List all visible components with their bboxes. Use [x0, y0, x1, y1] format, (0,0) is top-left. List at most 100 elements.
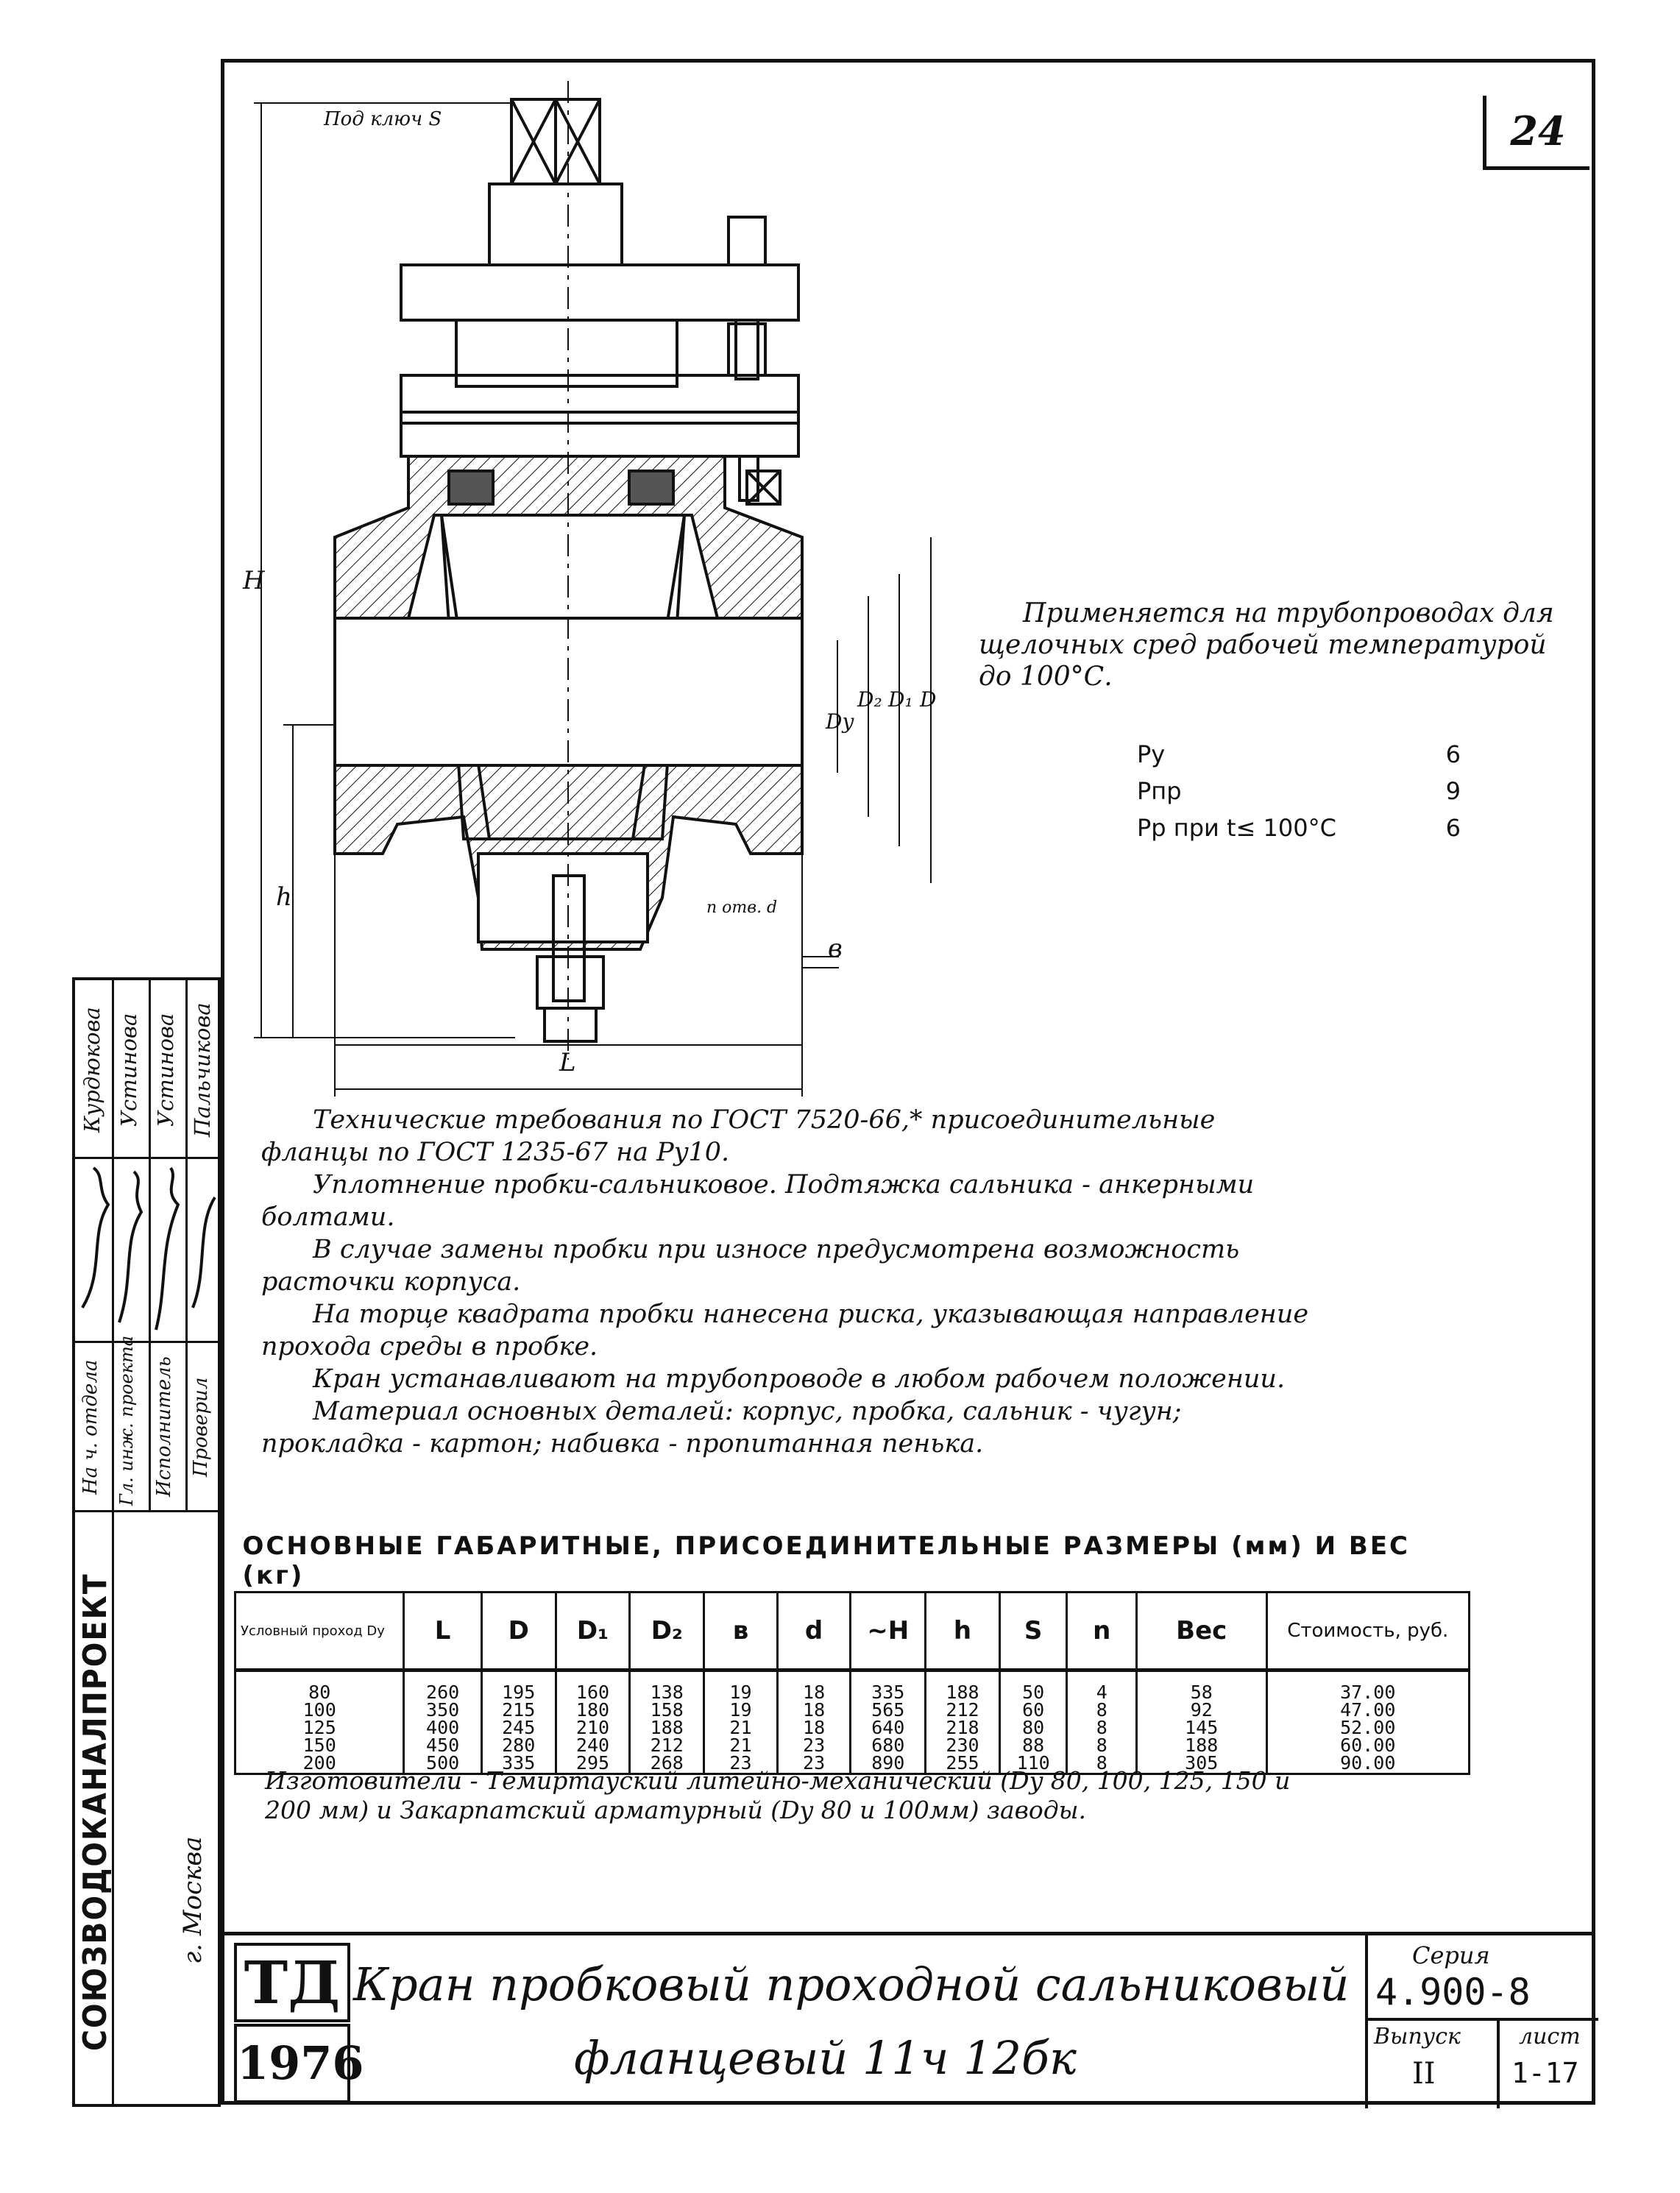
dim-D2-label: D₂	[857, 687, 882, 712]
issue-label: Выпуск	[1374, 2024, 1461, 2049]
pressure-row: Pпр 9	[1137, 773, 1461, 809]
table-value: 188	[650, 1717, 684, 1738]
table-value: 18	[803, 1682, 826, 1703]
stamp-role: Проверил	[190, 1377, 212, 1477]
organization-city: г. Москва	[178, 1836, 208, 1964]
table-header: ~H	[849, 1591, 927, 1671]
table-value: 21	[729, 1717, 752, 1738]
table-value: 37.00	[1340, 1682, 1396, 1703]
gland-flange	[400, 263, 800, 322]
table-value: 640	[871, 1717, 905, 1738]
table-header: Условный проход Dy	[233, 1591, 405, 1671]
table-value: 268	[650, 1752, 684, 1774]
dim-Dy-label: Dy	[825, 709, 854, 734]
table-value: 335	[502, 1752, 536, 1774]
table-value: 8	[1096, 1735, 1107, 1756]
wrench-label: Под ключ S	[323, 108, 442, 130]
stamp-role: Гл. инж. проекта	[116, 1335, 137, 1506]
table-value: 180	[575, 1699, 610, 1721]
table-header: n	[1066, 1591, 1138, 1671]
table-value: 145	[1185, 1717, 1219, 1738]
pressure-label: Pр при t≤ 100°С	[1137, 814, 1336, 842]
table-value: 230	[946, 1735, 979, 1756]
tech-line: фланцы по ГОСТ 1235-67 на Py10.	[261, 1138, 730, 1167]
table-value: 125	[302, 1717, 336, 1738]
table-value: 18	[803, 1699, 826, 1721]
table-value: 565	[871, 1699, 905, 1721]
tech-line: прохода среды в пробке.	[261, 1332, 598, 1361]
tech-line: Материал основных деталей: корпус, пробк…	[313, 1397, 1182, 1426]
pressure-value: 6	[1445, 814, 1461, 842]
table-value: 110	[1016, 1752, 1050, 1774]
stamp-role: Исполнитель	[153, 1356, 175, 1498]
table-value: 19	[729, 1682, 752, 1703]
table-value: 160	[575, 1682, 610, 1703]
dim-L-label: L	[559, 1048, 576, 1077]
table-value: 200	[302, 1752, 336, 1774]
table-header: D	[480, 1591, 557, 1671]
table-header: S	[998, 1591, 1068, 1671]
tech-line: расточки корпуса.	[261, 1267, 521, 1297]
table-header: в	[703, 1591, 779, 1671]
table-value: 8	[1096, 1699, 1107, 1721]
manufacturers-note: Изготовители - Темиртауский литейно-меха…	[265, 1766, 1290, 1825]
table-value: 52.00	[1340, 1717, 1396, 1738]
table-header: Стоимость, руб.	[1265, 1591, 1470, 1671]
dim-H-label: H	[242, 566, 266, 595]
issue-value: II	[1412, 2057, 1436, 2091]
table-header-row: Условный проход Dy L D D₁ D₂ в d ~H h S …	[233, 1591, 1470, 1671]
tech-line: В случае замены пробки при износе предус…	[313, 1235, 1240, 1264]
technical-requirements: Технические требования по ГОСТ 7520-66,*…	[261, 1104, 1308, 1460]
table-value: 60	[1022, 1699, 1045, 1721]
table-header: D₁	[554, 1591, 631, 1671]
table-value: 255	[946, 1752, 979, 1774]
table-header: d	[776, 1591, 852, 1671]
table-value: 50	[1022, 1682, 1045, 1703]
dim-D-label: D	[919, 687, 936, 712]
table-value: 100	[302, 1699, 336, 1721]
dim-h-label: h	[276, 882, 292, 912]
table-value: 92	[1190, 1699, 1213, 1721]
pressure-label: Pпр	[1137, 777, 1182, 805]
table-value: 158	[650, 1699, 684, 1721]
sheet-label: лист	[1519, 2024, 1581, 2049]
application-note: Применяется на трубопроводах для щелочны…	[979, 598, 1554, 692]
table-value: 245	[502, 1717, 536, 1738]
td-mark: ТД	[234, 1943, 350, 2022]
stamp-name: Устинова	[116, 1013, 141, 1127]
table-value: 23	[803, 1752, 826, 1774]
series-block: Серия 4.900-8 Выпуск II лист 1-17	[1365, 1935, 1598, 2108]
tech-line: болтами.	[261, 1202, 395, 1232]
series-value: 4.900-8	[1375, 1971, 1531, 2013]
table-value: 305	[1185, 1752, 1219, 1774]
pressure-value: 9	[1445, 777, 1461, 805]
table-value: 212	[946, 1699, 979, 1721]
table-value: 680	[871, 1735, 905, 1756]
table-value: 60.00	[1340, 1735, 1396, 1756]
table-value: 240	[575, 1735, 610, 1756]
table-value: 4	[1096, 1682, 1107, 1703]
table-value: 188	[1185, 1735, 1219, 1756]
table-value: 80	[308, 1682, 331, 1703]
table-value: 150	[302, 1735, 336, 1756]
pressure-label: Py	[1137, 740, 1166, 768]
table-value: 400	[426, 1717, 460, 1738]
dim-b-label: в	[828, 934, 843, 963]
stamp-name: Курдюкова	[79, 1007, 104, 1133]
table-value: 138	[650, 1682, 684, 1703]
table-value: 350	[426, 1699, 460, 1721]
dim-holes-label: n отв. d	[706, 899, 777, 917]
stamp-name: Устинова	[153, 1013, 178, 1127]
table-value: 212	[650, 1735, 684, 1756]
title-block: ТД 1976 Кран пробковый проходной сальник…	[221, 1932, 1598, 2108]
application-note-line: до 100°С.	[979, 662, 1113, 692]
